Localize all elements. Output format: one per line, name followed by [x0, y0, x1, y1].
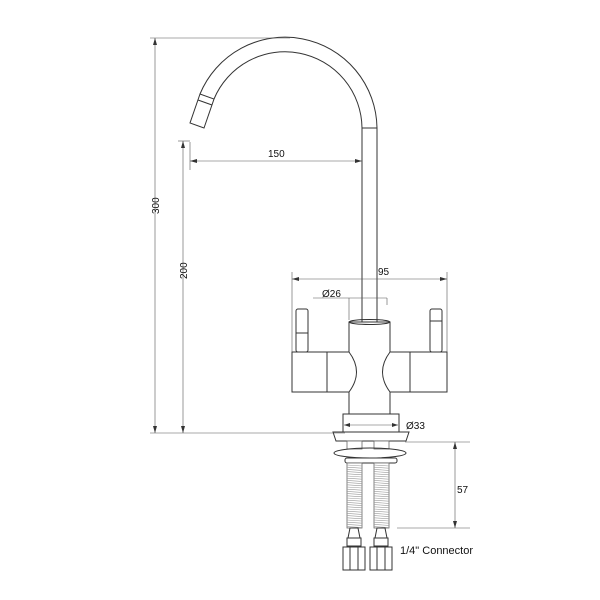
thread-line: [346, 513, 363, 515]
thread-line: [346, 484, 363, 487]
thread-line: [373, 517, 390, 520]
thread-line: [373, 471, 390, 473]
thread-line: [346, 515, 363, 517]
thread-line: [346, 471, 363, 473]
dim-33-label: Ø33: [406, 421, 425, 432]
thread-line: [346, 473, 363, 476]
thread-line: [346, 497, 363, 500]
thread-line: [373, 513, 390, 515]
right-handle: [429, 308, 443, 353]
thread-line: [373, 466, 390, 469]
thread-line: [373, 464, 390, 467]
dim-26-label: Ø26: [322, 289, 341, 300]
connectors: [342, 527, 393, 571]
thread-line: [346, 480, 363, 482]
thread-line: [373, 515, 390, 517]
thread-line: [346, 491, 363, 493]
body: [291, 308, 448, 415]
thread-line: [346, 466, 363, 469]
thread-line: [373, 477, 390, 480]
thread-line: [346, 517, 363, 520]
thread-line: [373, 526, 390, 528]
left-handle: [295, 308, 309, 353]
thread-line: [373, 475, 390, 478]
thread-line: [373, 524, 390, 526]
thread-line: [373, 469, 390, 471]
thread-line: [346, 475, 363, 478]
thread-line: [373, 502, 390, 504]
dim-95-label: 95: [378, 267, 390, 278]
thread-line: [373, 488, 390, 491]
thread-line: [346, 521, 363, 524]
thread-line: [346, 506, 363, 509]
thread-line: [346, 493, 363, 495]
thread-line: [373, 521, 390, 524]
thread-line: [373, 491, 390, 493]
shanks: [346, 462, 390, 529]
thread-line: [346, 510, 363, 513]
thread-line: [346, 499, 363, 502]
thread-line: [346, 482, 363, 484]
thread-line: [346, 486, 363, 489]
thread-line: [373, 473, 390, 476]
dim-200-label: 200: [179, 262, 190, 279]
thread-line: [346, 488, 363, 491]
thread-line: [373, 499, 390, 502]
dim-300-label: 300: [151, 197, 162, 214]
spout: [189, 36, 378, 322]
thread-line: [346, 469, 363, 471]
thread-line: [373, 484, 390, 487]
thread-line: [373, 495, 390, 498]
thread-line: [373, 504, 390, 506]
dim-150-label: 150: [268, 149, 285, 160]
dimension-lines: [150, 37, 470, 529]
thread-line: [373, 510, 390, 513]
dim-57-label: 57: [457, 485, 469, 496]
thread-line: [346, 526, 363, 528]
thread-line: [373, 506, 390, 509]
thread-line: [373, 519, 390, 522]
thread-line: [346, 504, 363, 506]
thread-line: [346, 524, 363, 526]
arrowheads: [153, 38, 457, 528]
thread-line: [346, 508, 363, 511]
base: [332, 413, 410, 464]
thread-line: [346, 464, 363, 467]
thread-line: [346, 502, 363, 504]
thread-line: [346, 495, 363, 498]
thread-line: [346, 519, 363, 522]
thread-line: [373, 493, 390, 495]
thread-line: [373, 497, 390, 500]
thread-line: [346, 477, 363, 480]
thread-line: [373, 480, 390, 482]
connector-label: 1/4" Connector: [400, 545, 473, 557]
thread-line: [373, 486, 390, 489]
thread-line: [373, 482, 390, 484]
thread-line: [373, 508, 390, 511]
